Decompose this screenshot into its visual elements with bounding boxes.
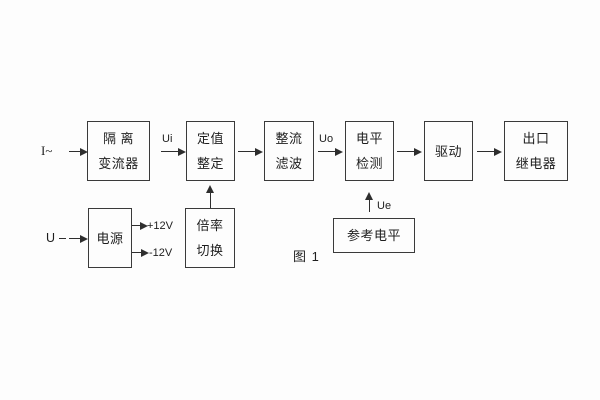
arrow-plus-12v [132,221,148,230]
block-setting-adjust: 定值 整定 [186,121,235,181]
arrow-minus-12v [132,248,149,257]
label-ue: Ue [377,200,392,212]
block-rectifier-filter: 整流 滤波 [264,121,314,181]
block-output-relay: 出口 继电器 [504,121,568,181]
block-label-line: 驱动 [434,143,462,159]
label-ui: Ui [162,133,173,145]
arrow-isolation-to-setting [161,147,186,156]
block-label-line: 整定 [196,155,224,171]
label-plus-12v: +12V [147,220,173,232]
figure-caption: 图 1 [293,249,320,264]
block-power-supply: 电源 [88,208,132,268]
block-label-line: 电源 [96,230,124,246]
arrow-input-current [69,147,88,156]
block-label-line: 检测 [355,155,383,171]
block-label-line: 倍率 [196,218,224,234]
arrow-setting-to-rectifier [238,147,263,156]
block-label-line: 变流器 [98,155,139,171]
label-input-current: I~ [41,143,53,158]
block-label-line: 电平 [355,131,383,147]
arrow-rectifier-to-level [318,147,343,156]
arrow-driver-to-output [477,147,502,156]
block-label-line: 定值 [196,131,224,147]
block-label-line: 切换 [196,242,224,258]
block-driver: 驱动 [424,121,473,181]
block-label-line: 整流 [275,131,303,147]
label-minus-12v: -12V [149,247,173,259]
label-uo: Uo [319,133,334,145]
label-input-voltage: U [46,231,56,245]
block-isolation-transformer: 隔 离 变流器 [87,121,150,181]
dash-input-voltage [59,238,66,239]
block-label-line: 继电器 [515,155,557,171]
arrow-level-to-driver [397,147,422,156]
block-label-line: 滤波 [275,155,303,171]
block-reference-level: 参考电平 [333,218,415,253]
block-label-line: 参考电平 [346,228,401,243]
block-label-line: 隔 离 [102,131,135,147]
block-level-detector: 电平 检测 [345,121,394,181]
block-label-line: 出口 [522,131,550,147]
arrow-input-voltage [69,234,88,243]
block-ratio-switch: 倍率 切换 [185,208,235,268]
arrow-ratio-to-setting [206,185,214,208]
arrow-reference-ue [365,192,373,212]
